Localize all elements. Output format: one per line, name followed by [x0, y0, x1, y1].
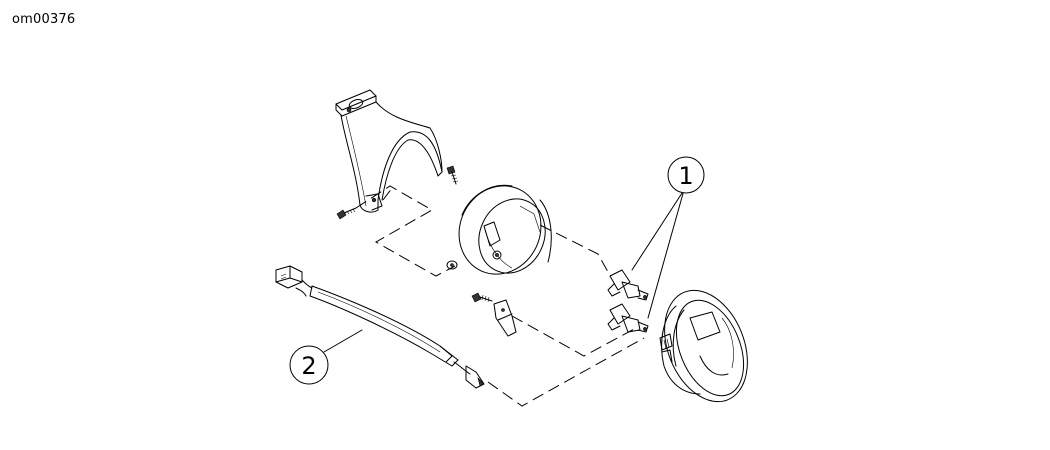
headlamp-shell — [458, 184, 552, 275]
clip-screw — [471, 292, 493, 303]
wiring-harness — [275, 265, 485, 389]
mounting-clip — [493, 299, 517, 337]
bulb-lower — [607, 303, 649, 333]
shell-washer — [446, 260, 458, 270]
bracket-screw-left — [336, 207, 357, 220]
bulb-upper — [607, 269, 649, 301]
callout-2: 2 — [289, 329, 363, 385]
shell-screw-top — [446, 165, 459, 185]
callout-2-number: 2 — [301, 352, 316, 380]
callout-1: 1 — [631, 156, 705, 319]
callout-1-number: 1 — [678, 162, 693, 190]
headlamp-unit — [659, 289, 748, 403]
headlamp-bracket — [335, 89, 443, 213]
figure-id-label: om00376 — [12, 12, 76, 27]
assembly-lines — [355, 185, 645, 407]
